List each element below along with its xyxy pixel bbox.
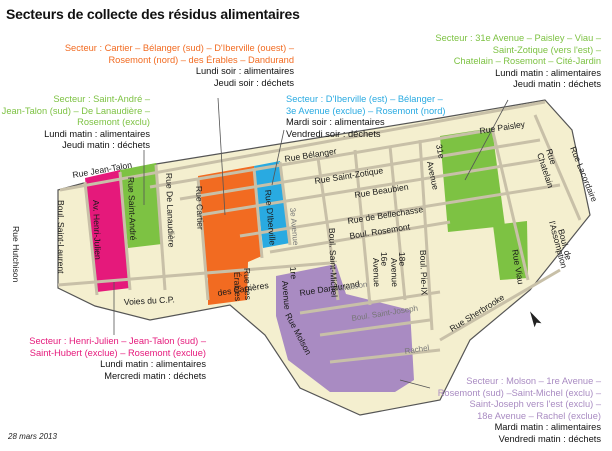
street-label-1re-avenue-1: 1re bbox=[288, 266, 299, 279]
street-label-saint-michel: Boul. Saint-Michel bbox=[327, 228, 339, 298]
street-label-des-erables-2: Érables bbox=[232, 272, 243, 301]
legend-purple-sector-1: Secteur : Molson – 1re Avenue – bbox=[466, 376, 601, 386]
sector-purple-area[interactable] bbox=[276, 264, 414, 392]
legend-blue: Secteur : D'Iberville (est) – Bélanger –… bbox=[286, 94, 446, 140]
street-label-16e-avenue-1: 16e bbox=[379, 252, 390, 267]
street-label-voies-cp: Voies du C.P. bbox=[124, 294, 175, 307]
legend-purple: Secteur : Molson – 1re Avenue – Rosemont… bbox=[438, 376, 601, 446]
legend-purple-schedule-2: Vendredi matin : déchets bbox=[498, 433, 601, 444]
legend-orange-schedule-1: Lundi soir : alimentaires bbox=[195, 66, 294, 77]
street-label-masson: Masson bbox=[339, 280, 368, 293]
street-label-pie-ix: Boul. Pie-IX bbox=[418, 250, 430, 296]
legend-pink-schedule-1: Lundi matin : alimentaires bbox=[100, 359, 206, 370]
street-label-3e-avenue: 3e Avenue bbox=[288, 207, 300, 246]
legend-purple-sector-3: Saint-Joseph vers l'est (exclu) – bbox=[469, 399, 601, 410]
legend-green-right-sector-1: Secteur : 31e Avenue – Paisley – Viau – bbox=[435, 33, 601, 43]
legend-purple-sector-4: 18e Avenue – Rachel (exclue) bbox=[477, 410, 601, 421]
legend-blue-schedule-2: Vendredi soir : déchets bbox=[286, 128, 381, 139]
legend-orange-schedule-2: Jeudi soir : déchets bbox=[213, 77, 294, 88]
street-label-rachel: Rachel bbox=[404, 343, 430, 356]
street-label-cartier: Rue Cartier bbox=[194, 186, 206, 230]
street-label-18e-avenue-2: Avenue bbox=[389, 258, 400, 288]
legend-green-left-sector-3: Rosemont (exclu) bbox=[77, 117, 150, 128]
street-label-1re-avenue-2: Avenue bbox=[280, 280, 293, 310]
map-date: 28 mars 2013 bbox=[8, 432, 57, 441]
map-title: Secteurs de collecte des résidus aliment… bbox=[6, 6, 300, 22]
legend-blue-sector-2: 3e Avenue (exclue) – Rosemont (nord) bbox=[286, 105, 446, 116]
street-label-16e-avenue-2: Avenue bbox=[371, 258, 382, 288]
road-network bbox=[57, 100, 582, 364]
street-label-18e-avenue-1: 18e bbox=[397, 252, 408, 267]
legend-pink: Secteur : Henri-Julien – Jean-Talon (sud… bbox=[29, 336, 206, 382]
legend-green-left-schedule-2: Jeudi matin : déchets bbox=[62, 140, 150, 151]
legend-green-left-sector-2: Jean-Talon (sud) – De Lanaudière – bbox=[1, 105, 150, 116]
leader-lines bbox=[113, 97, 509, 389]
street-label-chatelain-1: Rue bbox=[544, 148, 558, 166]
street-label-hutchison: Rue Hutchison bbox=[11, 226, 21, 283]
legend-orange: Secteur : Cartier – Bélanger (sud) – D'I… bbox=[65, 43, 294, 89]
legend-green-left: Secteur : Saint-André – Jean-Talon (sud)… bbox=[2, 94, 150, 152]
legend-pink-sector-2: Saint-Hubert (exclue) – Rosemont (exclue… bbox=[29, 347, 206, 358]
street-label-de-lanaudiere: Rue De Lanaudière bbox=[164, 173, 177, 248]
legend-green-right-schedule-2: Jeudi matin : déchets bbox=[513, 79, 601, 90]
street-label-saint-laurent: Boul. Saint-Laurent bbox=[56, 200, 66, 274]
legend-orange-sector-1: Secteur : Cartier – Bélanger (sud) – D'I… bbox=[64, 43, 294, 53]
legend-green-right-schedule-1: Lundi matin : alimentaires bbox=[495, 67, 601, 78]
legend-green-right-sector-2: Saint-Zotique (vers l'est) – bbox=[492, 44, 601, 55]
sector-pink-area[interactable] bbox=[85, 170, 130, 292]
legend-purple-schedule-1: Mardi matin : alimentaires bbox=[494, 422, 601, 433]
north-arrow-icon bbox=[530, 311, 542, 328]
street-label-d-iberville: Rue D'Iberville bbox=[263, 189, 278, 245]
street-label-31e-avenue-1: 31e bbox=[434, 143, 447, 159]
sector-green-left-area[interactable] bbox=[120, 163, 162, 248]
legend-pink-sector-1: Secteur : Henri-Julien – Jean-Talon (sud… bbox=[29, 336, 206, 346]
legend-blue-sector-1: Secteur : D'Iberville (est) – Bélanger – bbox=[286, 94, 443, 104]
legend-green-left-schedule-1: Lundi matin : alimentaires bbox=[44, 128, 150, 139]
legend-orange-sector-2: Rosemont (nord) – des Érables – Danduran… bbox=[108, 54, 294, 65]
legend-blue-schedule-1: Mardi soir : alimentaires bbox=[286, 117, 385, 128]
street-label-des-erables-1: Rue des bbox=[242, 268, 253, 300]
legend-green-right-sector-3: Chatelain – Rosemont – Cité-Jardin bbox=[453, 56, 601, 67]
legend-green-left-sector-1: Secteur : Saint-André – bbox=[53, 94, 150, 104]
legend-green-right: Secteur : 31e Avenue – Paisley – Viau – … bbox=[435, 33, 601, 91]
legend-purple-sector-2: Rosemont (sud) –Saint-Michel (exclu) – bbox=[437, 387, 601, 398]
sector-green-right-lower-area[interactable] bbox=[493, 221, 528, 280]
legend-pink-schedule-2: Mercredi matin : déchets bbox=[104, 370, 206, 381]
street-label-henri-julien: Av. Henri-Julien bbox=[91, 200, 103, 260]
street-label-saint-andre: Rue Saint-André bbox=[126, 177, 138, 241]
